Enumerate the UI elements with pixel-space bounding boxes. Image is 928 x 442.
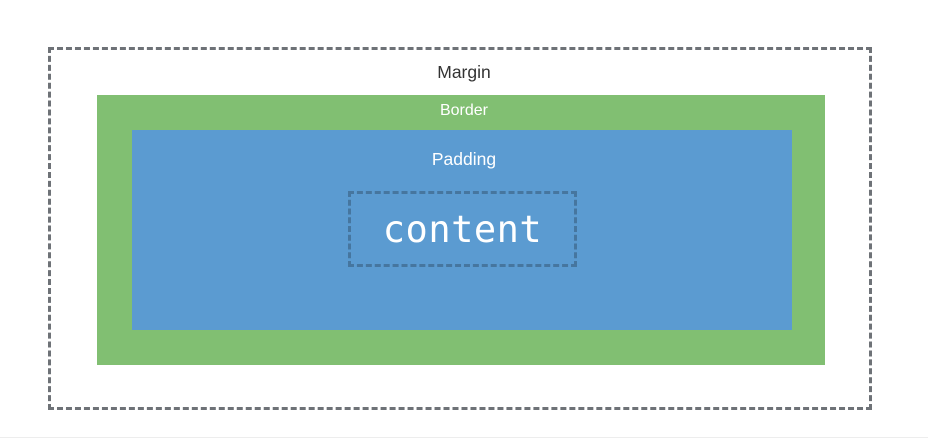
padding-box bbox=[132, 130, 792, 330]
margin-box bbox=[48, 47, 872, 410]
margin-label: Margin bbox=[437, 62, 491, 82]
border-label: Border bbox=[439, 102, 489, 119]
padding-label: Padding bbox=[431, 149, 497, 169]
bottom-divider bbox=[0, 437, 928, 438]
content-box: content bbox=[348, 191, 577, 267]
content-box-label: content bbox=[382, 207, 543, 251]
